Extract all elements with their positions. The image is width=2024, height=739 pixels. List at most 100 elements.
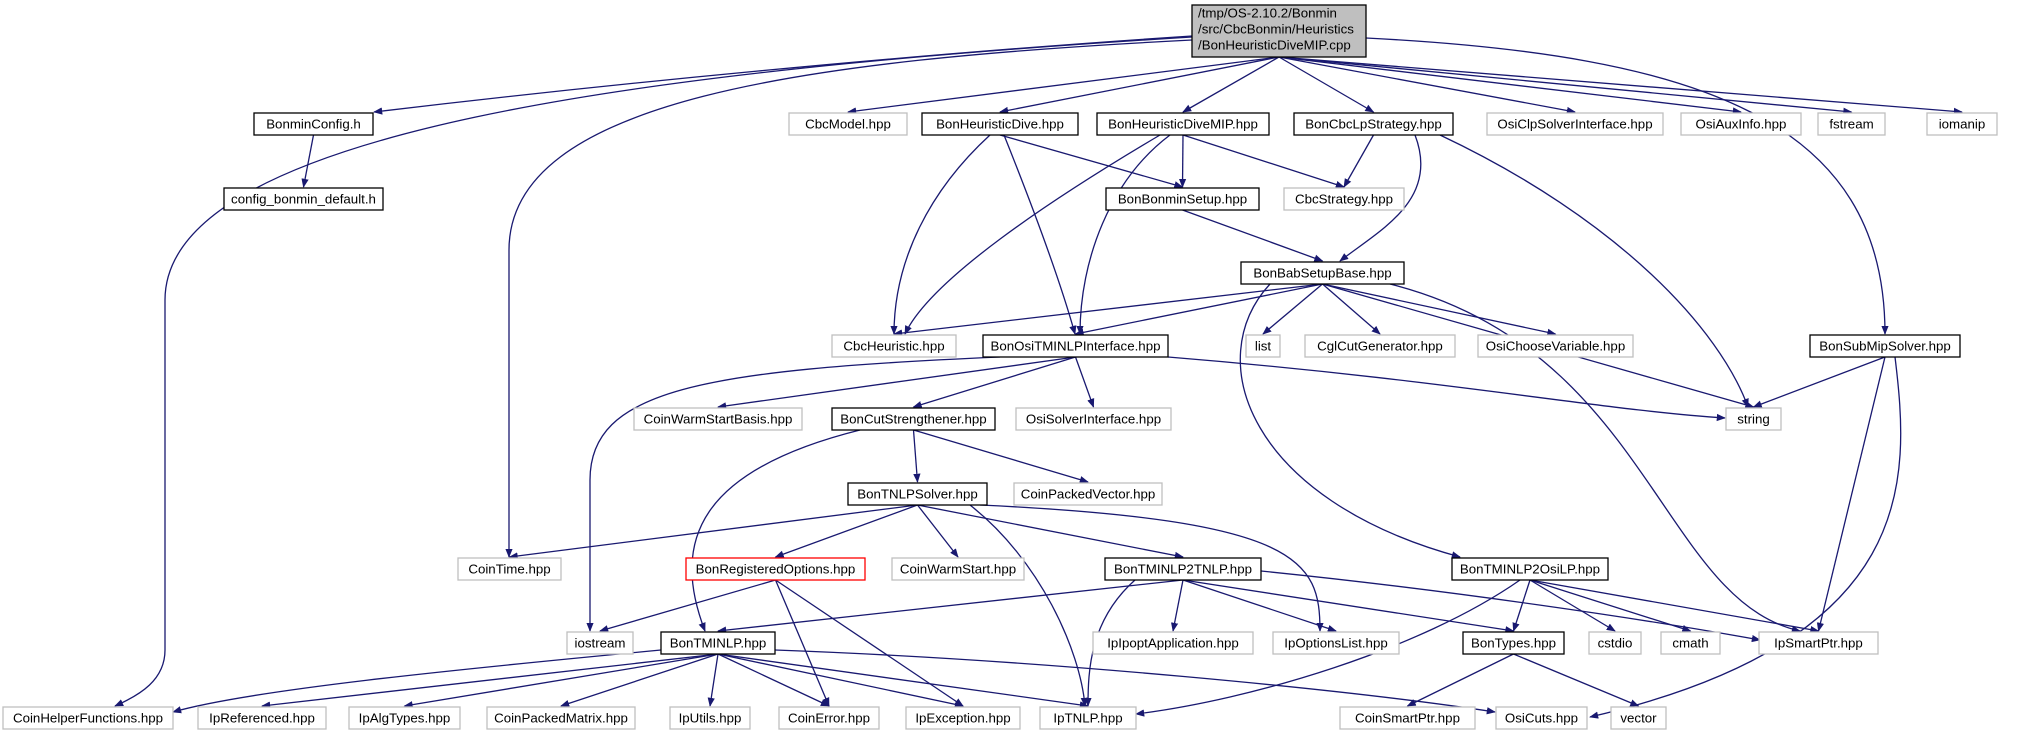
node-coinpackedmat: CoinPackedMatrix.hpp	[486, 706, 636, 730]
node-label: BonHeuristicDiveMIP.hpp	[1108, 117, 1258, 132]
edge-tminlp2tnlp-to-bontypes	[1182, 579, 1515, 634]
edge-tminlp-to-coinerror	[717, 653, 830, 707]
node-box	[685, 557, 866, 581]
node-iptnlp: IpTNLP.hpp	[1039, 706, 1137, 730]
node-osichoose: OsiChooseVariable.hpp	[1477, 334, 1634, 358]
node-box	[223, 187, 384, 211]
node-label: fstream	[1829, 117, 1873, 132]
edge-heurdivemip-to-bonminsetup	[1178, 134, 1187, 188]
node-coinhelper: CoinHelperFunctions.hpp	[2, 706, 174, 730]
edge-babsetup-to-list	[1262, 283, 1323, 335]
node-label: BonTMINLP2OsiLP.hpp	[1460, 562, 1600, 577]
node-label: CoinTime.hpp	[468, 562, 550, 577]
node-cglcut: CglCutGenerator.hpp	[1304, 334, 1456, 358]
node-box	[788, 112, 908, 136]
node-box	[1283, 187, 1405, 211]
node-label: CoinPackedMatrix.hpp	[494, 711, 628, 726]
node-box	[1104, 557, 1262, 581]
node-label: iostream	[575, 636, 626, 651]
edge-cutstrength-to-tminlp	[691, 429, 861, 632]
edge-bontypes-to-vector	[1513, 653, 1640, 707]
node-cbcmodel: CbcModel.hpp	[788, 112, 908, 136]
node-label: CoinWarmStartBasis.hpp	[644, 412, 793, 427]
node-vector: vector	[1610, 706, 1667, 730]
node-label: BonCbcLpStrategy.hpp	[1305, 117, 1442, 132]
node-tminlp2tnlp[interactable]: BonTMINLP2TNLP.hpp	[1104, 557, 1262, 581]
edge-root-to-fstream	[1278, 56, 1853, 115]
node-label: BonBabSetupBase.hpp	[1253, 266, 1391, 281]
edge-babsetup-to-cbcheur	[893, 283, 1323, 337]
node-box	[831, 407, 996, 431]
edge-ositminlp-to-osisolver	[1074, 356, 1095, 408]
node-cbclpstrat[interactable]: BonCbcLpStrategy.hpp	[1293, 112, 1454, 136]
node-coinwarmbasis: CoinWarmStartBasis.hpp	[633, 407, 803, 431]
node-bontypes[interactable]: BonTypes.hpp	[1462, 631, 1565, 655]
edge-ositminlp-to-string	[1167, 356, 1726, 422]
node-bonminconfig[interactable]: BonminConfig.h	[253, 112, 374, 136]
node-box	[1013, 482, 1163, 506]
node-label: config_bonmin_default.h	[231, 192, 376, 207]
node-tminlp2osilp[interactable]: BonTMINLP2OsiLP.hpp	[1451, 557, 1609, 581]
edge-root-to-heurdivemip	[1182, 56, 1280, 113]
dependency-edges	[114, 35, 1963, 719]
node-cutstrength[interactable]: BonCutStrengthener.hpp	[831, 407, 996, 431]
node-osicuts: OsiCuts.hpp	[1495, 706, 1588, 730]
node-tnlpsolver[interactable]: BonTNLPSolver.hpp	[847, 482, 988, 506]
node-coinpackedvec: CoinPackedVector.hpp	[1013, 482, 1163, 506]
edge-heurdive-to-cbcheur	[890, 134, 991, 335]
edge-heurdive-to-ositminlp	[1003, 134, 1077, 335]
edge-root-to-cbclpstrat	[1278, 56, 1375, 113]
edge-regopts-to-coinerror	[774, 579, 830, 707]
edge-tnlpsolver-to-tminlp2tnlp	[917, 504, 1184, 559]
edge-tminlp2tnlp-to-ipoptlist	[1182, 579, 1337, 632]
edge-tminlp2tnlp-to-tminlp	[717, 579, 1184, 634]
node-label: OsiChooseVariable.hpp	[1486, 339, 1625, 354]
node-box	[831, 334, 957, 358]
edge-root-to-osiclp	[1278, 56, 1576, 115]
node-box	[1105, 187, 1260, 211]
node-label: IpIpoptApplication.hpp	[1107, 636, 1239, 651]
node-box	[982, 334, 1169, 358]
node-heurdive[interactable]: BonHeuristicDive.hpp	[921, 112, 1079, 136]
edge-bonminsetup-to-babsetup	[1182, 209, 1324, 262]
edge-heurdivemip-to-cbcstrategy	[1182, 134, 1345, 188]
node-box	[1304, 334, 1456, 358]
edge-babsetup-to-ipsmartptr	[1389, 283, 1801, 633]
node-string: string	[1725, 407, 1782, 431]
node-submip[interactable]: BonSubMipSolver.hpp	[1809, 334, 1961, 358]
node-label: BonTMINLP2TNLP.hpp	[1114, 562, 1252, 577]
node-box	[1096, 112, 1270, 136]
node-box	[1477, 334, 1634, 358]
node-label: IpAlgTypes.hpp	[359, 711, 451, 726]
node-label: BonBonminSetup.hpp	[1118, 192, 1247, 207]
node-heurdivemip[interactable]: BonHeuristicDiveMIP.hpp	[1096, 112, 1270, 136]
node-box	[1015, 407, 1172, 431]
node-ositminlp[interactable]: BonOsiTMINLPInterface.hpp	[982, 334, 1169, 358]
node-cbcstrategy: CbcStrategy.hpp	[1283, 187, 1405, 211]
edge-tminlp2osilp-to-cmath	[1529, 579, 1692, 632]
edge-babsetup-to-cglcut	[1322, 283, 1381, 335]
edge-ositminlp-to-cutstrength	[912, 356, 1076, 409]
edge-tminlp2osilp-to-ipsmartptr	[1529, 579, 1820, 634]
node-box	[253, 112, 374, 136]
node-box	[1809, 334, 1961, 358]
edge-ositminlp-to-iostream	[586, 356, 1001, 632]
node-ipsmartptr: IpSmartPtr.hpp	[1758, 631, 1879, 655]
node-cbcheur: CbcHeuristic.hpp	[831, 334, 957, 358]
node-box	[2, 706, 174, 730]
node-tminlp[interactable]: BonTMINLP.hpp	[660, 631, 776, 655]
node-label: IpException.hpp	[915, 711, 1010, 726]
edge-tnlpsolver-to-coinwarm	[916, 504, 959, 558]
edge-root-to-coinhelper	[114, 36, 1193, 707]
node-bonminsetup[interactable]: BonBonminSetup.hpp	[1105, 187, 1260, 211]
node-label: cmath	[1672, 636, 1708, 651]
node-configdefault[interactable]: config_bonmin_default.h	[223, 187, 384, 211]
node-box	[1660, 631, 1721, 655]
edge-tnlpsolver-to-cointime	[508, 504, 918, 560]
node-box	[1245, 334, 1281, 358]
edge-root-to-submip	[1365, 37, 1889, 335]
node-list: list	[1245, 334, 1281, 358]
node-babsetup[interactable]: BonBabSetupBase.hpp	[1240, 261, 1405, 285]
node-regopts[interactable]: BonRegisteredOptions.hpp	[685, 557, 866, 581]
